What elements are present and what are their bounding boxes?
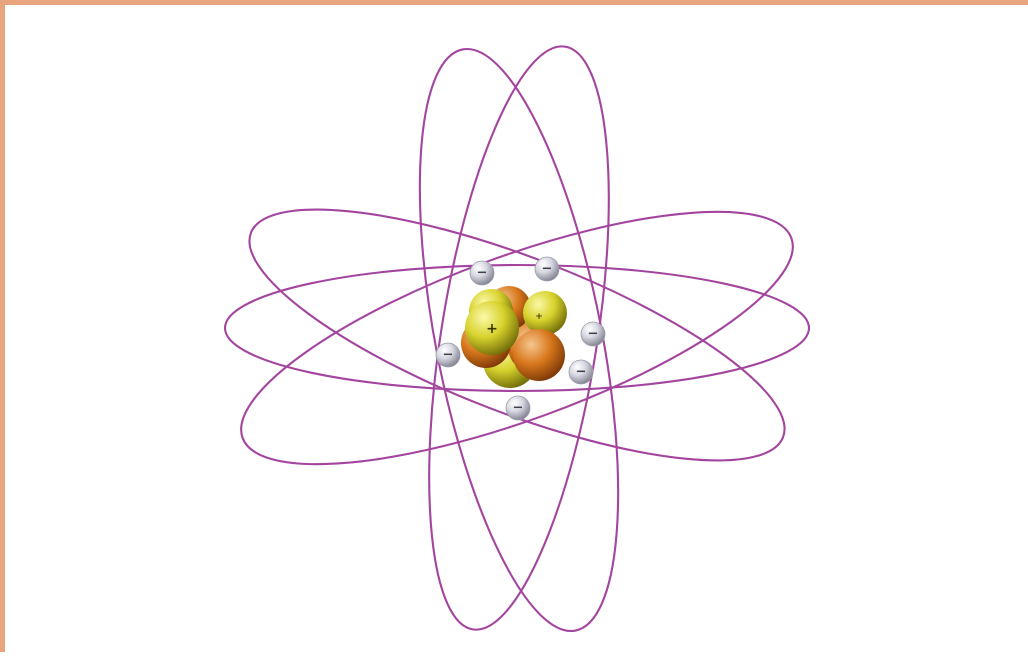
proton bbox=[523, 291, 567, 335]
electron: − bbox=[506, 396, 530, 420]
electron-charge-label: − bbox=[477, 266, 488, 281]
neutron bbox=[513, 329, 565, 381]
proton-charge-label: + bbox=[535, 312, 543, 322]
electron: − bbox=[436, 343, 460, 367]
electron-charge-label: − bbox=[542, 262, 553, 277]
electron: − bbox=[581, 322, 605, 346]
electron-charge-label: − bbox=[576, 365, 587, 380]
electron-charge-label: − bbox=[588, 327, 599, 342]
electron: − bbox=[470, 261, 494, 285]
electron: − bbox=[535, 257, 559, 281]
electron-charge-label: − bbox=[443, 348, 454, 363]
nucleus: + + bbox=[461, 286, 567, 388]
electron-charge-label: − bbox=[513, 401, 524, 416]
proton-charge-label: + bbox=[486, 321, 498, 337]
atom-diagram: + + − − − − − bbox=[5, 5, 1028, 657]
electron: − bbox=[569, 360, 593, 384]
